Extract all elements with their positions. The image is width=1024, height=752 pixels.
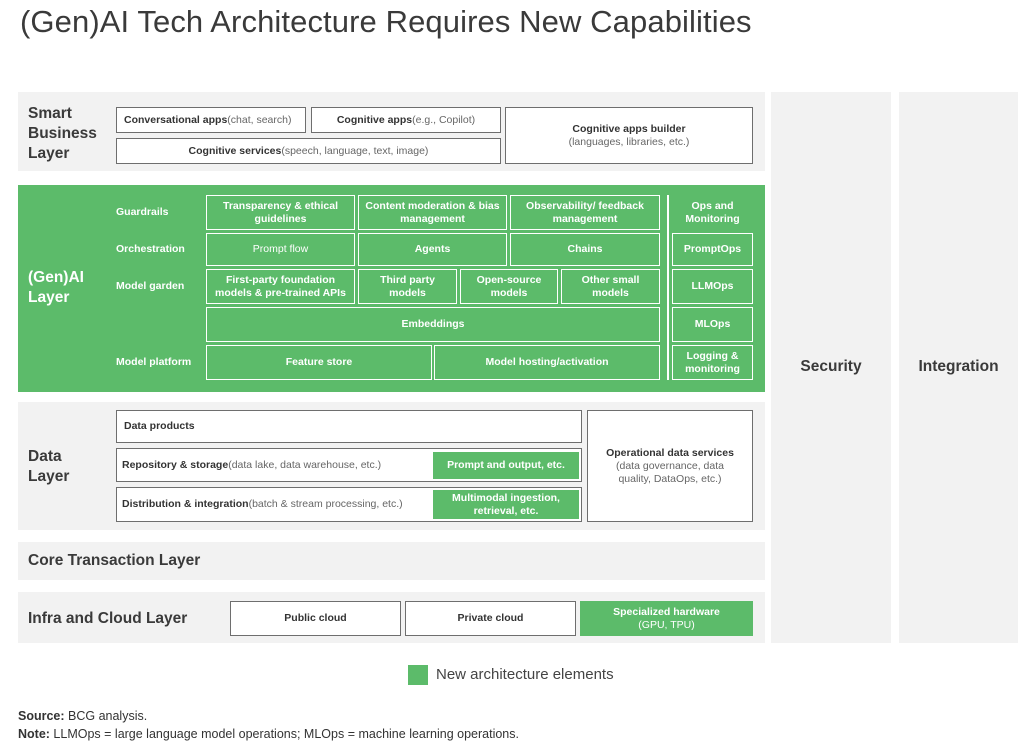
distribution-integration-title: Distribution & integration [122,498,249,510]
source-label: Source: [18,709,65,723]
private-cloud-title: Private cloud [457,612,524,624]
model-garden-row-label: Model garden [116,280,185,292]
operational-data-services-title: Operational data services [606,446,734,459]
cognitive-apps-box: Cognitive apps (e.g., Copilot) [311,107,501,133]
cognitive-apps-builder-title: Cognitive apps builder [572,122,686,135]
core-transaction-layer [18,542,765,580]
source-text: BCG analysis. [64,709,148,723]
transparency-box: Transparency & ethical guidelines [206,195,355,230]
integration-label: Integration [918,358,999,375]
logging-monitoring-box: Logging & monitoring [672,345,753,380]
open-source-models-box: Open-source models [460,269,558,304]
security-label: Security [800,358,862,375]
cognitive-services-title: Cognitive services [188,144,282,157]
cognitive-apps-builder-box: Cognitive apps builder(languages, librar… [505,107,753,164]
core-transaction-layer-label: Core Transaction Layer [28,552,201,569]
chains-box: Chains [510,233,660,266]
model-platform-row-label: Model platform [116,356,192,368]
cognitive-services-detail: (speech, language, text, image) [281,144,429,157]
content-moderation-box: Content moderation & bias management [358,195,507,230]
conversational-apps-detail: (chat, search) [227,113,292,126]
security-column [771,92,891,643]
specialized-hardware-box: Specialized hardware(GPU, TPU) [580,601,753,636]
specialized-hardware-detail: (GPU, TPU) [638,618,695,631]
repository-storage-detail: (data lake, data warehouse, etc.) [228,458,382,471]
cognitive-services-box: Cognitive services (speech, language, te… [116,138,501,164]
source-note: Source: BCG analysis. [18,709,147,723]
orchestration-row-label: Orchestration [116,243,185,255]
public-cloud-box: Public cloud [230,601,401,636]
agents-box: Agents [358,233,507,266]
integration-column [899,92,1018,643]
smart-business-layer-label: Smart Business Layer [28,105,97,162]
conversational-apps-box: Conversational apps (chat, search) [116,107,306,133]
first-party-models-box: First-party foundation models & pre-trai… [206,269,355,304]
embeddings-box: Embeddings [206,307,660,342]
note-text: LLMOps = large language model operations… [49,727,519,741]
multimodal-box: Multimodal ingestion, retrieval, etc. [433,490,579,519]
specialized-hardware-title: Specialized hardware [613,605,720,618]
abbreviation-note: Note: LLMOps = large language model oper… [18,727,519,741]
mlops-box: MLOps [672,307,753,342]
legend-swatch [408,665,428,685]
conversational-apps-title: Conversational apps [124,113,228,126]
data-products-title: Data products [124,420,195,432]
data-products-box: Data products [116,410,582,443]
llmops-box: LLMOps [672,269,753,304]
ops-monitoring-header: Ops and Monitoring [672,195,753,230]
third-party-models-box: Third party models [358,269,457,304]
cognitive-apps-builder-detail: (languages, libraries, etc.) [568,135,690,148]
public-cloud-title: Public cloud [284,612,347,624]
ops-divider [667,195,669,380]
guardrails-row-label: Guardrails [116,206,169,218]
repository-storage-title: Repository & storage [122,458,229,471]
page-title: (Gen)AI Tech Architecture Requires New C… [20,4,752,39]
observability-box: Observability/ feedback management [510,195,660,230]
legend-label: New architecture elements [436,666,614,683]
other-small-models-box: Other small models [561,269,660,304]
genai-layer-label: (Gen)AI Layer [28,269,84,306]
prompt-output-box: Prompt and output, etc. [433,452,579,479]
promptops-box: PromptOps [672,233,753,266]
prompt-flow-box: Prompt flow [206,233,355,266]
data-layer-label: Data Layer [28,448,70,485]
model-hosting-box: Model hosting/activation [434,345,660,380]
operational-data-services-box: Operational data services(data governanc… [587,410,753,522]
cognitive-apps-detail: (e.g., Copilot) [412,113,476,126]
operational-data-services-detail: (data governance, data quality, DataOps,… [616,459,724,485]
private-cloud-box: Private cloud [405,601,576,636]
cognitive-apps-title: Cognitive apps [336,113,413,126]
feature-store-box: Feature store [206,345,432,380]
infra-cloud-layer-label: Infra and Cloud Layer [28,610,188,627]
distribution-integration-detail: (batch & stream processing, etc.) [248,498,403,510]
note-label: Note: [18,727,50,741]
